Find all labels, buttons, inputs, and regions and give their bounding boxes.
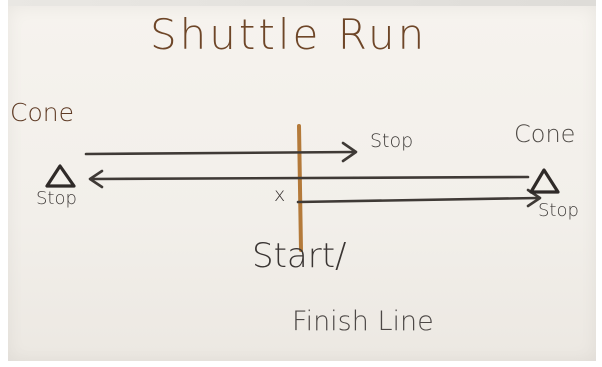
start-position-marker: x [274,184,286,206]
diagram-title: Shuttle Run [150,10,428,59]
arrow-top-shaft [84,150,356,156]
paper-sheet [8,6,596,361]
right-stop-label: Stop [538,200,579,221]
start-label: Start/ [252,236,347,276]
arrow-bottom-shaft [296,196,540,204]
left-cone-label: Cone [10,98,74,127]
left-cone-icon [45,164,76,188]
finish-line-label: Finish Line [292,306,434,337]
top-stop-label: Stop [370,130,414,152]
arrow-top-head [341,141,358,163]
right-cone-icon [529,168,560,194]
left-stop-label: Stop [36,188,77,209]
paper-top-edge [8,0,596,10]
arrow-middle-head [88,169,104,189]
arrow-middle-shaft [90,175,530,181]
right-cone-label: Cone [514,120,576,148]
start-finish-line [297,124,303,252]
